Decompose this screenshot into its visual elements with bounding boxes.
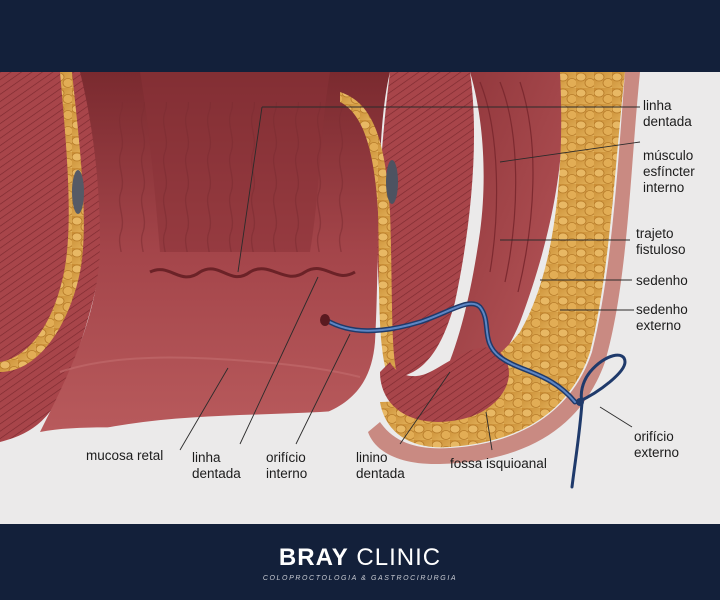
leader-lines bbox=[179, 106, 641, 451]
right-vessel bbox=[386, 160, 398, 204]
sphincter-loop bbox=[380, 347, 509, 422]
mucosal-folds bbox=[110, 102, 360, 252]
brand-name-bold: BRAY bbox=[278, 544, 349, 571]
anatomy-illustration bbox=[0, 72, 641, 524]
internal-orifice bbox=[320, 314, 330, 326]
internal-sphincter bbox=[377, 72, 475, 377]
submucosal-fat bbox=[340, 92, 400, 384]
label-sedenho-externo: sedenho externo bbox=[636, 302, 688, 333]
label-linha-dentada-bottom: linha dentada bbox=[192, 450, 241, 481]
brand-name-light: CLINIC bbox=[356, 544, 442, 571]
left-vessel bbox=[72, 170, 84, 214]
label-linha-dentada-top: linha dentada bbox=[643, 98, 692, 129]
external-orifice bbox=[576, 398, 584, 406]
label-fossa-isquioanal: fossa isquioanal bbox=[450, 456, 547, 471]
label-mucosa-retal: mucosa retal bbox=[86, 448, 164, 463]
external-sphincter bbox=[430, 72, 563, 402]
label-musculo-esfincter: músculo esfíncter interno bbox=[643, 148, 695, 195]
seton-loop bbox=[570, 353, 627, 489]
illustration-stage: linha dentada músculo esfíncter interno … bbox=[0, 72, 720, 524]
label-orificio-interno: orifício interno bbox=[266, 450, 308, 481]
label-trajeto-fistuloso: trajeto fistuloso bbox=[636, 226, 686, 257]
footer-band: BRAY CLINIC COLOPROCTOLOGIA & GASTROCIRU… bbox=[0, 524, 720, 600]
left-fat-layer bbox=[0, 72, 84, 372]
brand-logo: BRAY CLINIC bbox=[0, 544, 720, 572]
brand-tagline: COLOPROCTOLOGIA & GASTROCIRURGIA bbox=[262, 575, 458, 582]
label-orificio-externo: orifício externo bbox=[634, 429, 680, 460]
dentate-line bbox=[149, 267, 356, 279]
top-band bbox=[0, 0, 720, 72]
label-sedenho: sedenho bbox=[636, 273, 688, 288]
label-linino-dentada: linino dentada bbox=[356, 450, 405, 481]
ischioanal-fat bbox=[380, 72, 625, 448]
